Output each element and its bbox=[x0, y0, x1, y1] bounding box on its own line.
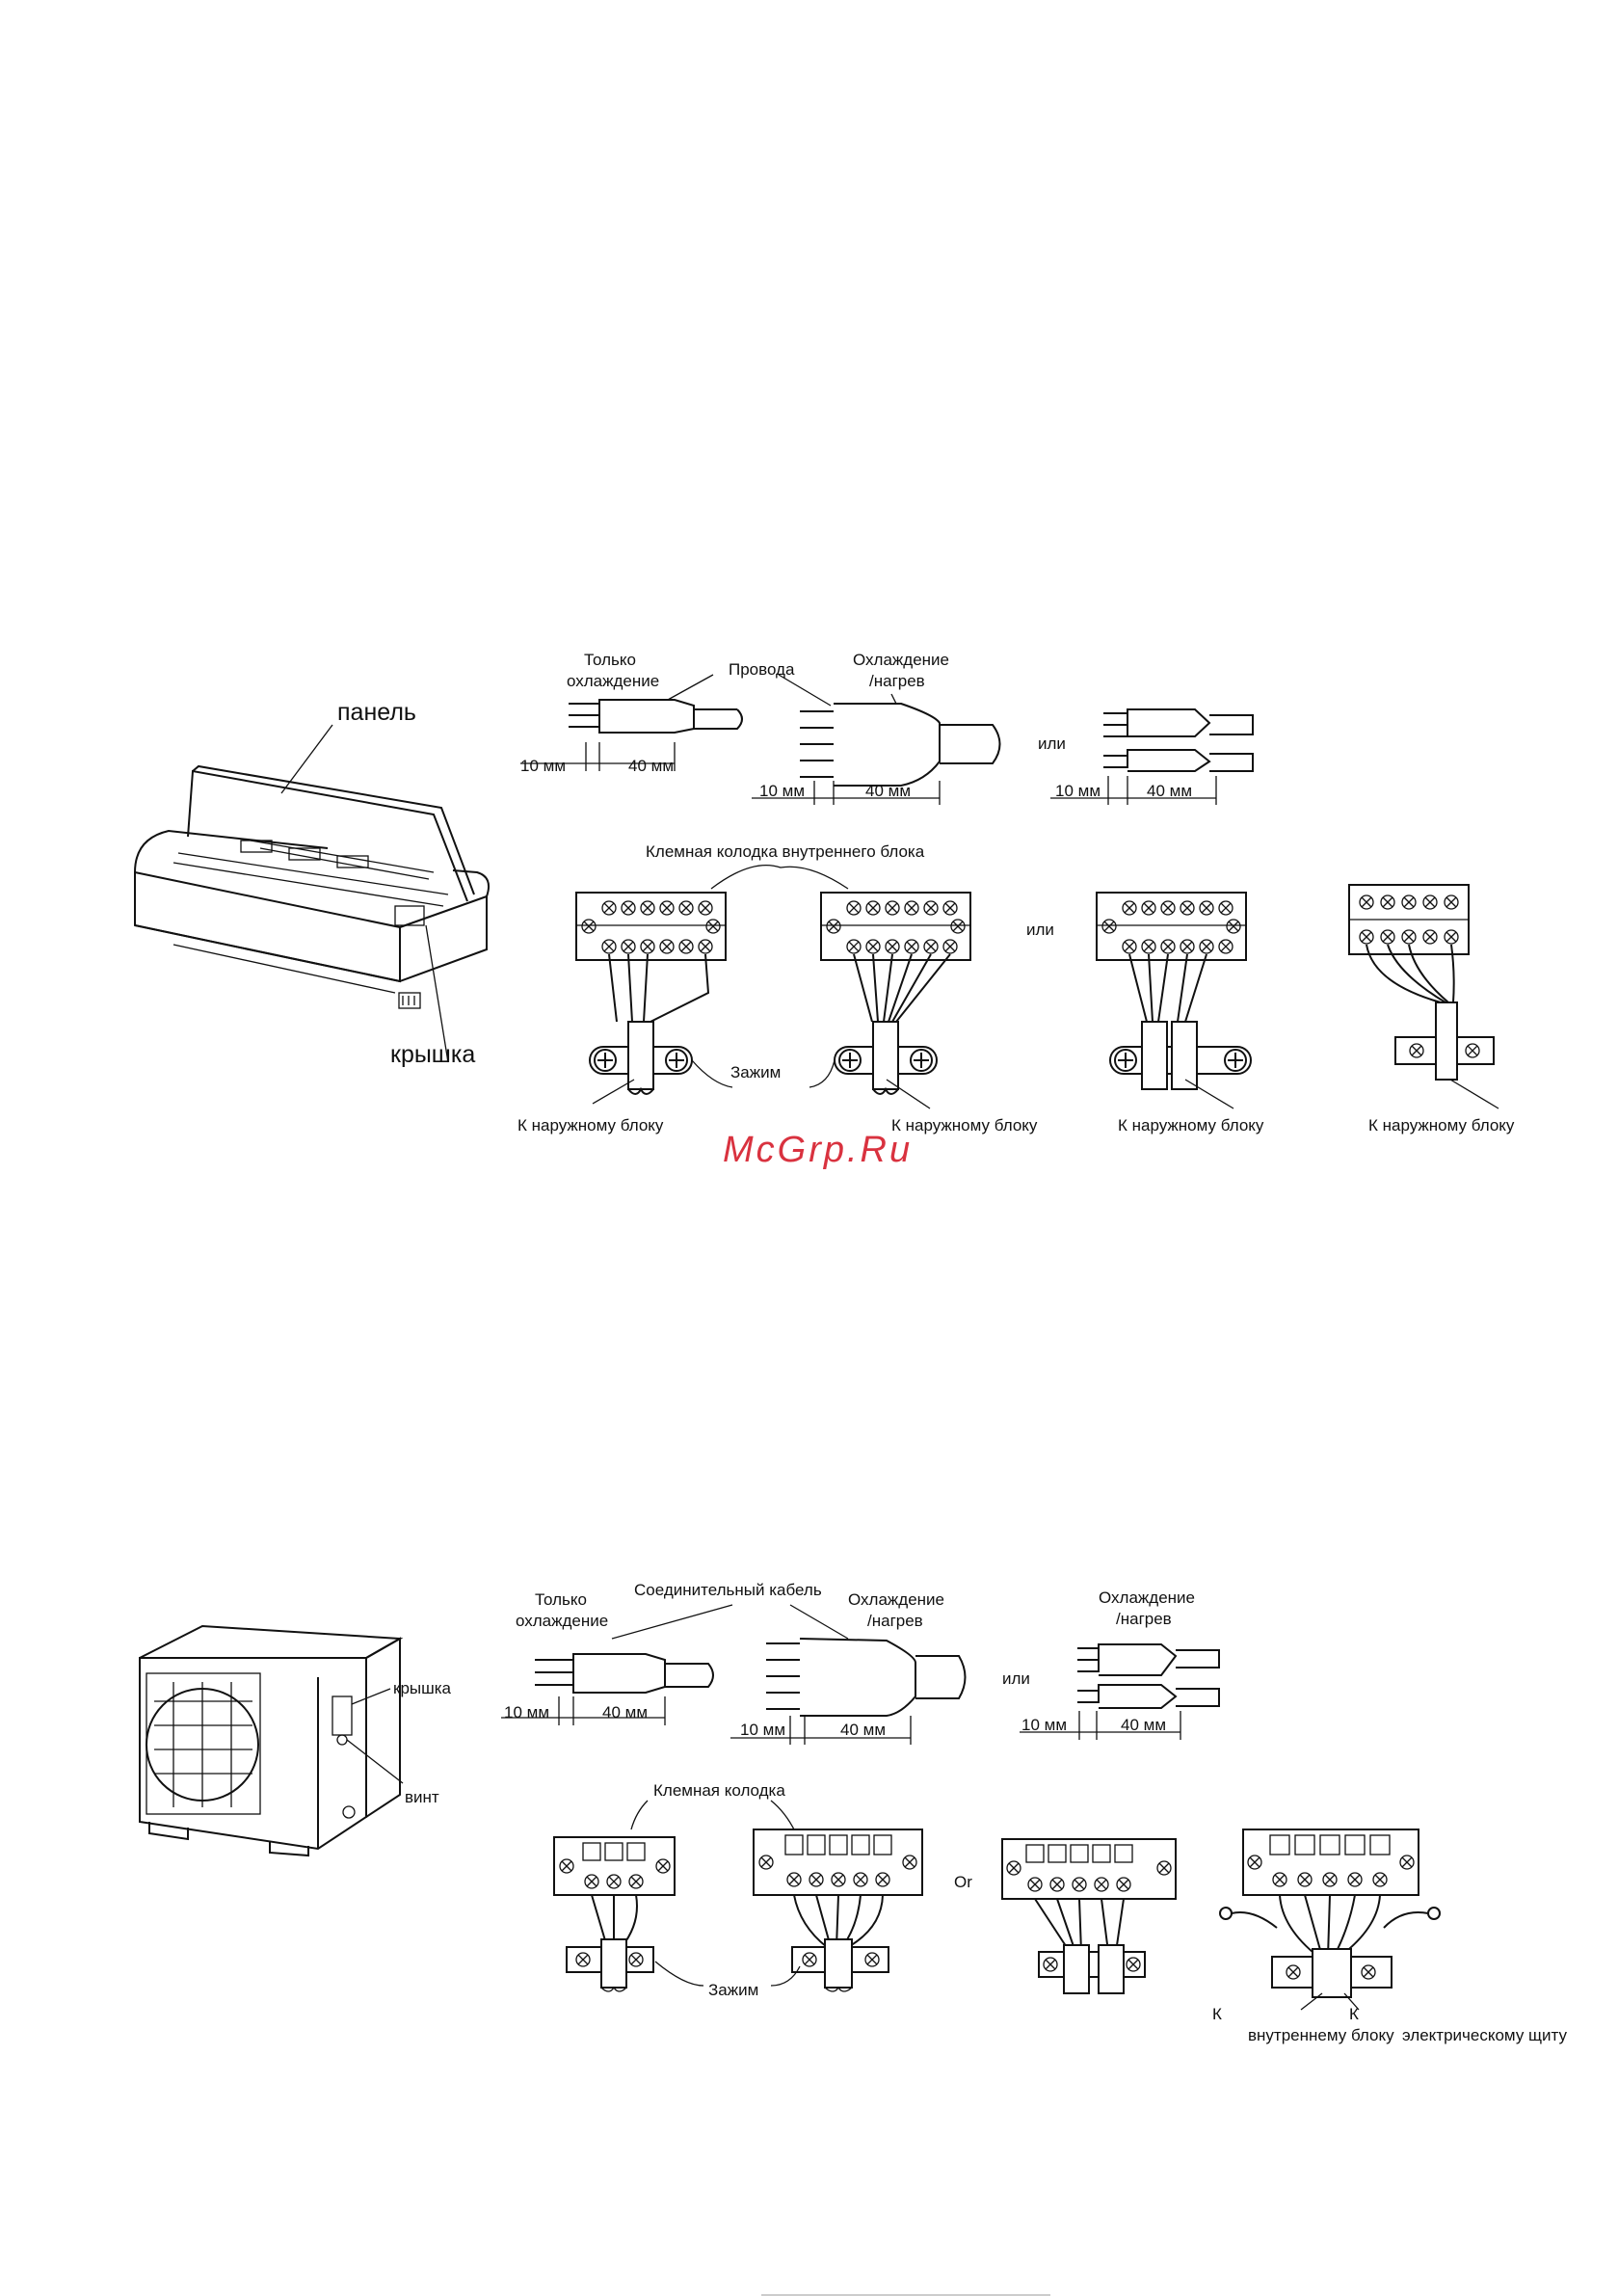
label-terminal-block-outdoor: Клемная колодка bbox=[653, 1781, 785, 1800]
wire-strip-cool-heat bbox=[752, 703, 1001, 805]
label-or-3: или bbox=[1002, 1669, 1030, 1688]
label-panel: панель bbox=[337, 699, 416, 726]
label-or-en: Or bbox=[954, 1873, 972, 1891]
label-cool-heat-1: Охлаждение/нагрев bbox=[853, 651, 949, 690]
label-40mm-5: 40 мм bbox=[840, 1721, 886, 1739]
label-40mm-3: 40 мм bbox=[1147, 782, 1192, 800]
outdoor-unit-drawing bbox=[139, 1624, 404, 1857]
watermark: McGrp.Ru bbox=[723, 1130, 913, 1170]
label-to-outdoor-4: К наружному блоку bbox=[1368, 1116, 1515, 1135]
outdoor-terminal-block-d bbox=[1219, 1829, 1441, 1998]
cable-strip-outdoor-1 bbox=[501, 1653, 714, 1725]
label-to-outdoor-3: К наружному блоку bbox=[1118, 1116, 1264, 1135]
wire-strip-alt bbox=[1050, 708, 1254, 805]
label-cool-heat-3: Охлаждение/нагрев bbox=[1099, 1589, 1195, 1628]
cable-strip-outdoor-2 bbox=[730, 1638, 967, 1745]
cable-strip-outdoor-3 bbox=[1020, 1643, 1220, 1740]
wire-strip-cooling-only bbox=[520, 699, 743, 771]
label-or-2: или bbox=[1026, 921, 1054, 939]
label-cover-outdoor: крышка bbox=[393, 1679, 452, 1697]
indoor-unit-drawing bbox=[134, 764, 490, 1009]
label-cover: крышка bbox=[390, 1041, 475, 1068]
terminal-block-b bbox=[820, 892, 971, 1095]
label-wires: Провода bbox=[729, 660, 795, 679]
label-clamp-outdoor: Зажим bbox=[708, 1981, 758, 1999]
label-10mm-2: 10 мм bbox=[759, 782, 805, 800]
outdoor-terminal-block-a bbox=[553, 1836, 676, 1992]
terminal-block-d bbox=[1348, 884, 1495, 1081]
label-10mm-5: 10 мм bbox=[740, 1721, 785, 1739]
label-cable: Соединительный кабель bbox=[634, 1581, 822, 1599]
outdoor-terminal-block-c bbox=[1001, 1838, 1177, 1994]
label-40mm-4: 40 мм bbox=[602, 1703, 648, 1722]
label-10mm-3: 10 мм bbox=[1055, 782, 1101, 800]
terminal-block-a bbox=[575, 892, 727, 1095]
label-screw: винт bbox=[405, 1788, 439, 1806]
label-terminal-block-indoor: Клемная колодка внутреннего блока bbox=[646, 842, 925, 861]
label-40mm-6: 40 мм bbox=[1121, 1716, 1166, 1734]
label-10mm-6: 10 мм bbox=[1021, 1716, 1067, 1734]
terminal-block-c bbox=[1096, 892, 1252, 1090]
label-40mm-1: 40 мм bbox=[628, 757, 674, 775]
outdoor-terminal-block-b bbox=[753, 1829, 923, 1992]
label-clamp-indoor: Зажим bbox=[730, 1063, 781, 1081]
label-10mm-1: 10 мм bbox=[520, 757, 566, 775]
label-to-panel: Кэлектрическому щиту bbox=[1349, 2005, 1567, 2044]
label-to-indoor: Квнутреннему блоку bbox=[1212, 2005, 1394, 2044]
label-to-outdoor-1: К наружному блоку bbox=[517, 1116, 664, 1135]
label-cool-heat-2: Охлаждение/нагрев bbox=[848, 1590, 944, 1630]
label-to-outdoor-2: К наружному блоку bbox=[891, 1116, 1038, 1135]
label-40mm-2: 40 мм bbox=[865, 782, 911, 800]
label-or-1: или bbox=[1038, 734, 1066, 753]
label-10mm-4: 10 мм bbox=[504, 1703, 549, 1722]
